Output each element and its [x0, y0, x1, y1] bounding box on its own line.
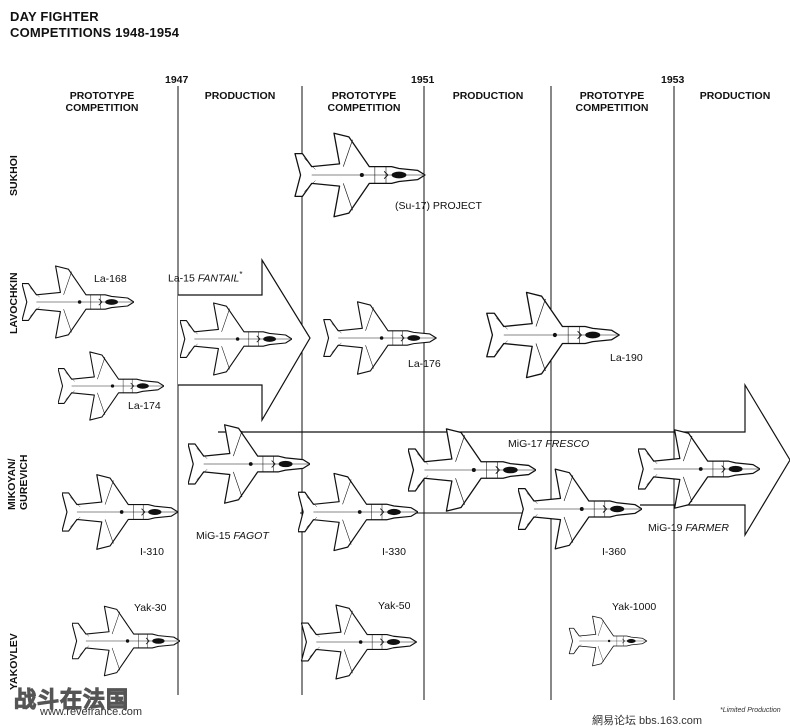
- watermark-url: www.revefrance.com: [40, 706, 143, 718]
- title-line-1: DAY FIGHTER: [10, 9, 99, 24]
- row-label-mikoyan-gurevich: MIKOYAN/ GUREVICH: [6, 454, 30, 510]
- diagram-title: DAY FIGHTER COMPETITIONS 1948-1954: [10, 9, 179, 41]
- yak1000-plane-shape: [568, 615, 648, 667]
- mig19-plane-shape: [638, 429, 760, 509]
- row-label-lavochkin: LAVOCHKIN: [8, 272, 20, 334]
- label-su17: (Su-17) PROJECT: [395, 200, 482, 212]
- mig17-designation: MiG-17: [508, 438, 543, 450]
- watermark-text: 战斗在法国: [13, 688, 130, 714]
- phase-production-1: PRODUCTION: [204, 90, 276, 102]
- label-la168: La-168: [94, 273, 127, 285]
- mig17-nato-name: FRESCO: [545, 438, 590, 450]
- phase-prototype-3: PROTOTYPE COMPETITION: [575, 90, 649, 114]
- label-la176: La-176: [408, 358, 441, 370]
- footnote: *Limited Production: [720, 707, 781, 714]
- phase-production-2: PRODUCTION: [452, 90, 524, 102]
- label-la190: La-190: [610, 352, 643, 364]
- label-la15: La-15 FANTAIL*: [168, 270, 243, 285]
- mig15-designation: MiG-15: [196, 530, 231, 542]
- mig-production-arrow: [218, 382, 790, 538]
- row-label-sukhoi: SUKHOI: [8, 155, 20, 196]
- label-mig17: MiG-17 FRESCO: [508, 438, 589, 450]
- label-i330: I-330: [382, 546, 406, 558]
- label-yak30: Yak-30: [134, 602, 167, 614]
- title-line-2: COMPETITIONS 1948-1954: [10, 25, 180, 40]
- label-yak1000: Yak-1000: [612, 601, 657, 613]
- yak50-plane-shape: [300, 604, 418, 680]
- phase-prototype-1: PROTOTYPE COMPETITION: [65, 90, 139, 114]
- label-mig15: MiG-15 FAGOT: [196, 530, 269, 542]
- i310-plane-shape: [62, 474, 178, 550]
- yak30-plane-shape: [72, 605, 180, 677]
- mig19-designation: MiG-19: [648, 522, 683, 534]
- mig15-nato-name: FAGOT: [233, 530, 269, 542]
- label-la174: La-174: [128, 400, 161, 412]
- year-label-1951: 1951: [411, 74, 435, 86]
- phase-prototype-2: PROTOTYPE COMPETITION: [327, 90, 401, 114]
- label-mig19: MiG-19 FARMER: [648, 522, 729, 534]
- i360-plane-shape: [518, 468, 642, 550]
- i330-plane-shape: [298, 472, 418, 552]
- la15-nato-name: FANTAIL: [197, 272, 240, 285]
- mig15-plane-shape: [188, 424, 310, 504]
- label-i360: I-360: [602, 546, 626, 558]
- mig19-nato-name: FARMER: [685, 522, 729, 534]
- watermark-site: 網易论坛 bbs.163.com: [592, 715, 703, 727]
- year-label-1953: 1953: [661, 74, 685, 86]
- la15-footnote-mark: *: [239, 270, 243, 279]
- label-yak50: Yak-50: [378, 600, 411, 612]
- label-i310: I-310: [140, 546, 164, 558]
- la15-designation: La-15: [168, 272, 195, 285]
- year-label-1947: 1947: [165, 74, 189, 86]
- la190-plane-shape: [485, 291, 621, 379]
- phase-production-3: PRODUCTION: [699, 90, 771, 102]
